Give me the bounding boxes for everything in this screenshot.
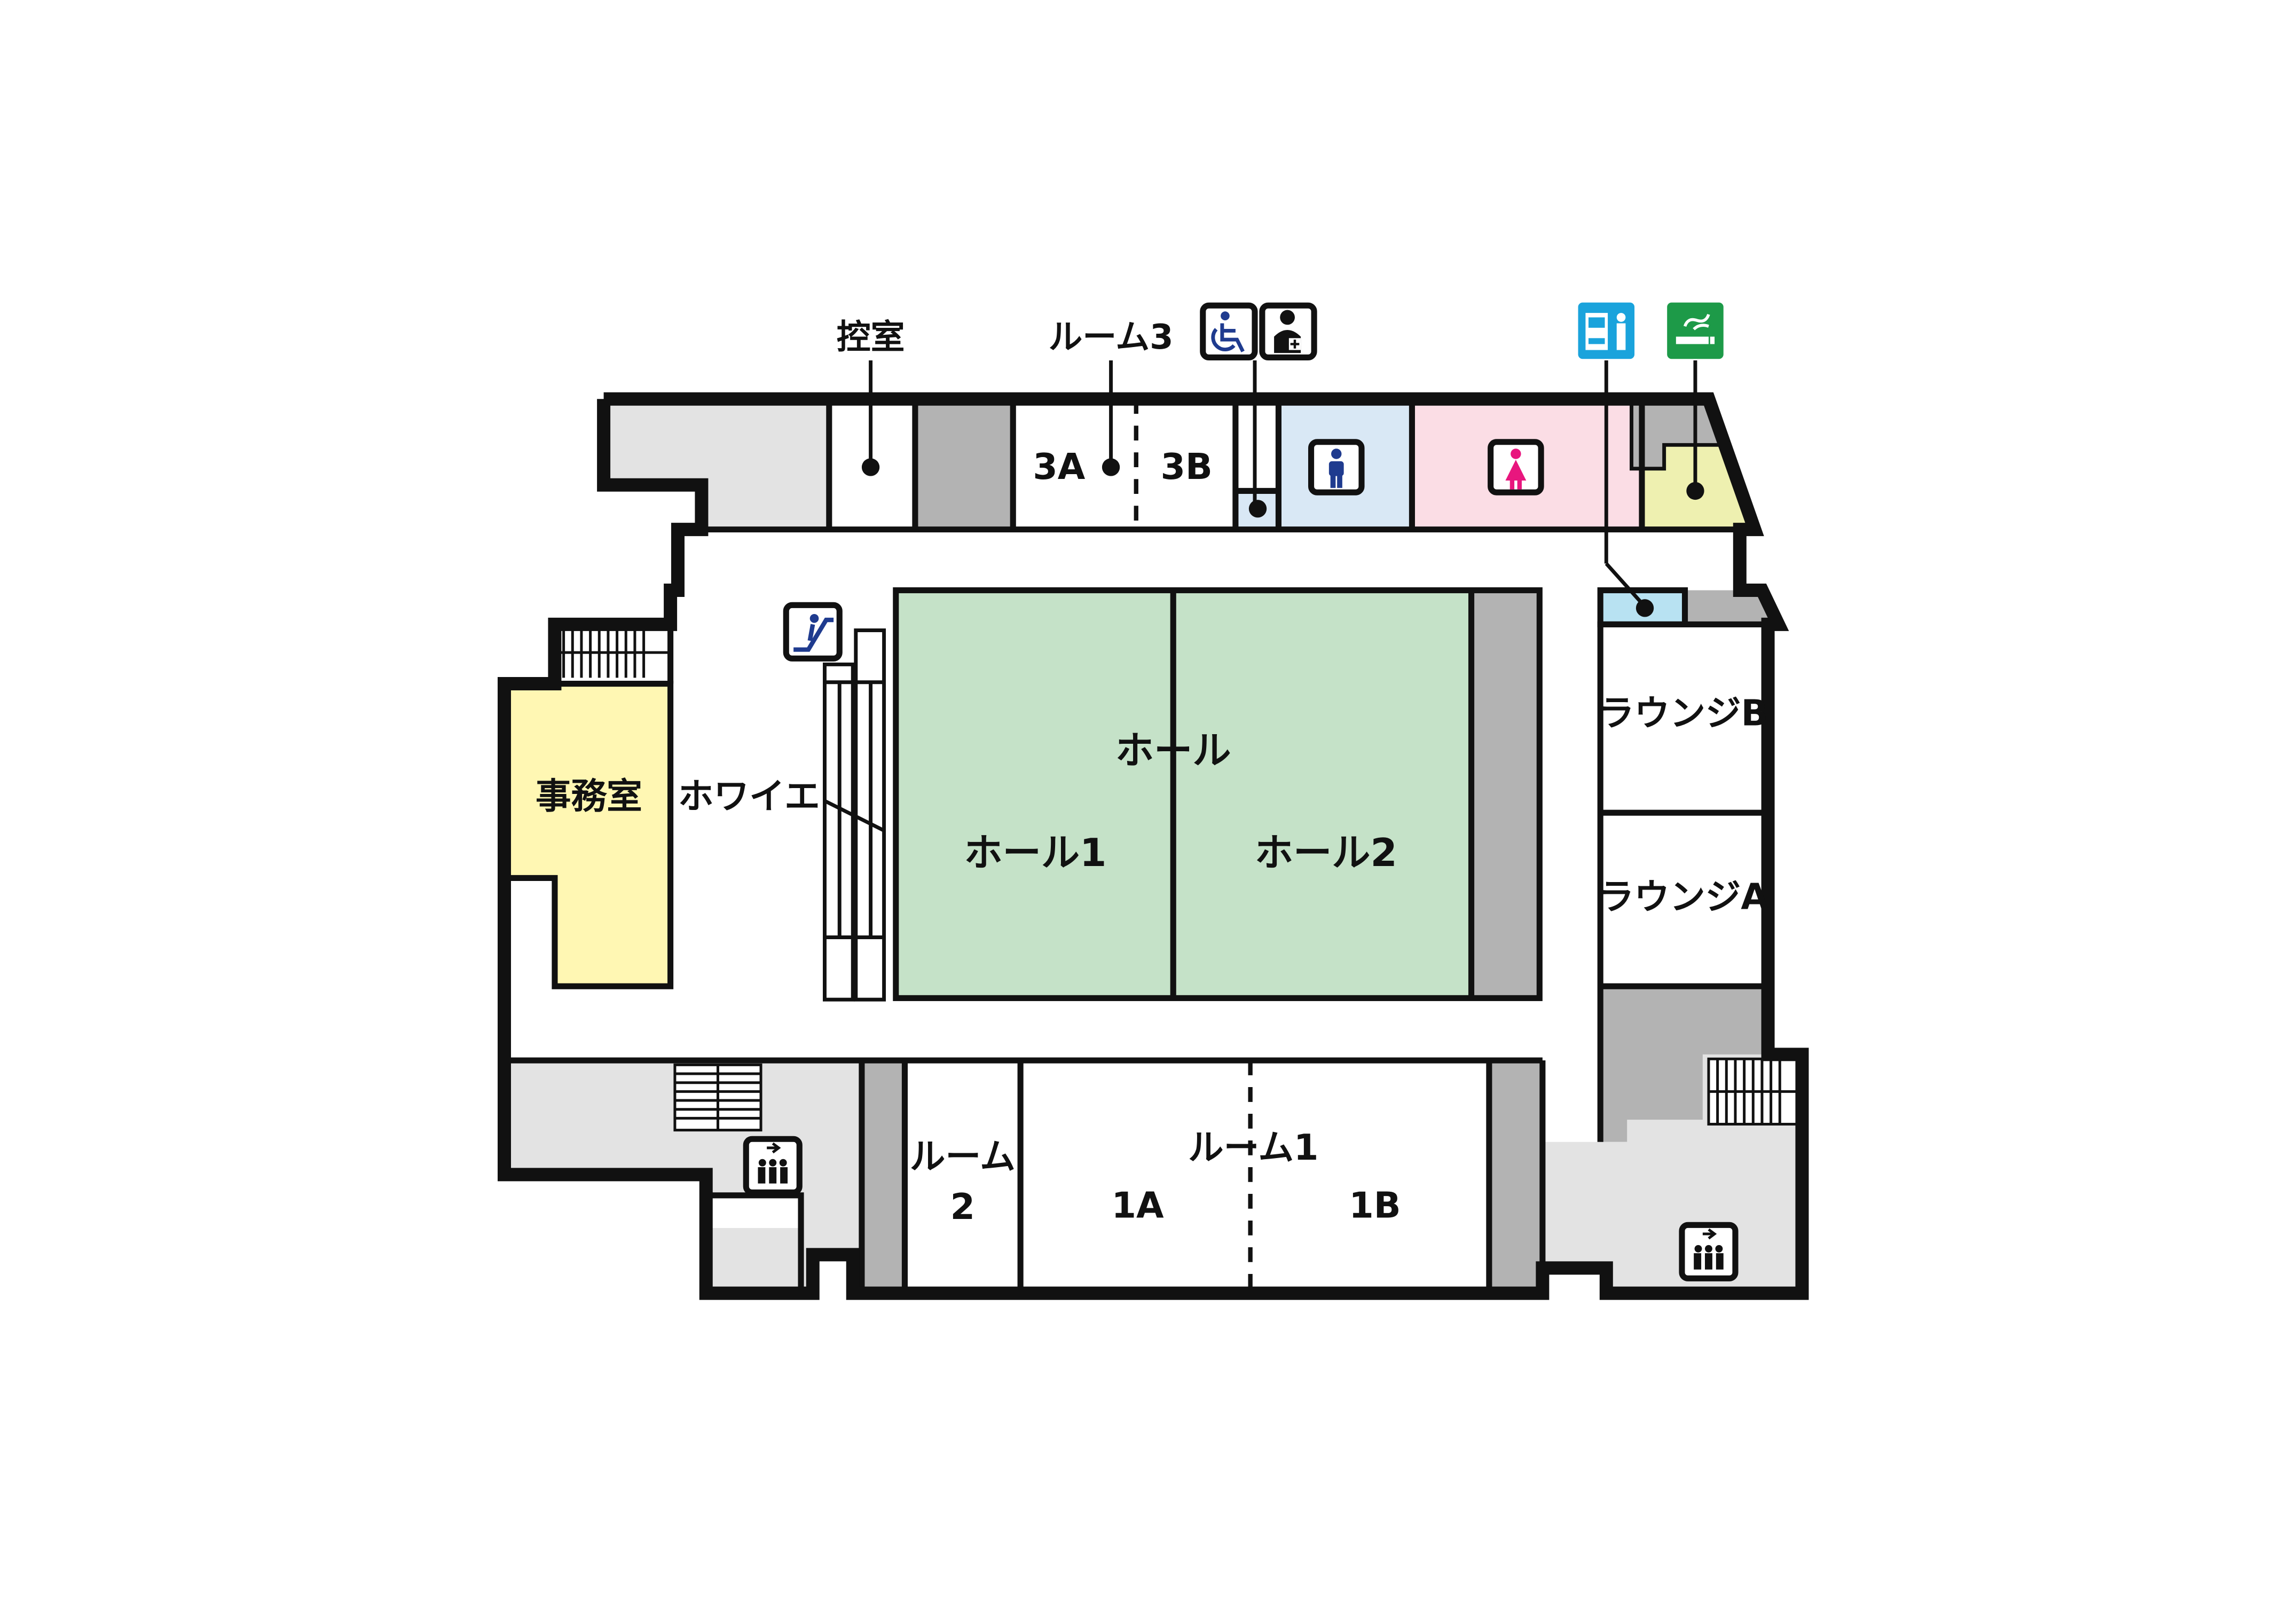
service-dark-top-right xyxy=(1631,399,1729,469)
marker-vending xyxy=(1635,599,1654,617)
label-hall: ホール xyxy=(1115,729,1231,774)
leader-lines xyxy=(861,360,1704,617)
room1-area xyxy=(1020,1060,1489,1294)
label-lounge-a: ラウンジA xyxy=(1599,876,1769,918)
label-foyer: ホワイエ xyxy=(678,775,820,817)
room3-area xyxy=(1013,399,1236,530)
men-toilet-icon xyxy=(1308,439,1365,495)
label-room1b: 1B xyxy=(1349,1184,1401,1226)
label-room1a: 1A xyxy=(1112,1184,1164,1226)
grey-area-bottom-left xyxy=(504,1060,862,1294)
label-room3b: 3B xyxy=(1161,446,1213,487)
hall-area xyxy=(895,590,1472,998)
stair-top-left-area xyxy=(554,624,671,684)
women-toilet-icon xyxy=(1488,439,1544,495)
label-hikaeshitsu: 控室 xyxy=(837,318,905,357)
service-dark-bottom-right xyxy=(1489,1060,1543,1294)
elevator-icon xyxy=(1679,1222,1739,1281)
wheelchair-icon xyxy=(1200,302,1258,360)
label-room2-line1: ルーム xyxy=(910,1136,1016,1177)
labels: 控室 ルーム3 3A 3B 事務室 ホワイエ ホール ホール1 ホール2 ラウン… xyxy=(536,318,1768,1227)
stairs-bottom-right xyxy=(1707,1057,1799,1126)
service-dark-right-small xyxy=(1685,590,1779,625)
label-hall2: ホール2 xyxy=(1255,831,1397,876)
label-room3: ルーム3 xyxy=(1048,318,1173,357)
marker-room3 xyxy=(1102,458,1120,476)
vending-machine-icon xyxy=(1578,302,1635,359)
marker-hikaeshitsu xyxy=(861,458,880,476)
office-area xyxy=(504,683,671,987)
marker-smoking xyxy=(1686,482,1704,500)
stage-service-dark xyxy=(1471,590,1540,998)
label-room3a: 3A xyxy=(1033,446,1085,487)
inner-walls xyxy=(504,399,1771,1294)
label-room1: ルーム1 xyxy=(1188,1127,1318,1168)
stairs-bottom-left xyxy=(673,1063,762,1132)
nursing-room-icon xyxy=(1259,302,1317,360)
room2-area xyxy=(905,1060,1021,1294)
stairs-top-left xyxy=(554,630,671,678)
passage-bottom-left xyxy=(706,1195,801,1228)
smoking-area-icon xyxy=(1667,302,1724,359)
label-room2-line2: 2 xyxy=(950,1186,975,1227)
area-fills xyxy=(504,399,1807,1294)
escalator-icon xyxy=(783,602,843,662)
grey-area-top-left xyxy=(603,399,829,530)
elevator-icon xyxy=(743,1136,803,1195)
label-office: 事務室 xyxy=(536,775,642,817)
outer-wall xyxy=(497,392,1809,1300)
label-lounge-b: ラウンジB xyxy=(1599,692,1768,734)
service-dark-bottom-left xyxy=(861,1060,905,1294)
label-hall1: ホール1 xyxy=(964,831,1106,876)
service-dark-top xyxy=(915,399,1013,530)
marker-accessible-toilet xyxy=(1248,500,1267,518)
